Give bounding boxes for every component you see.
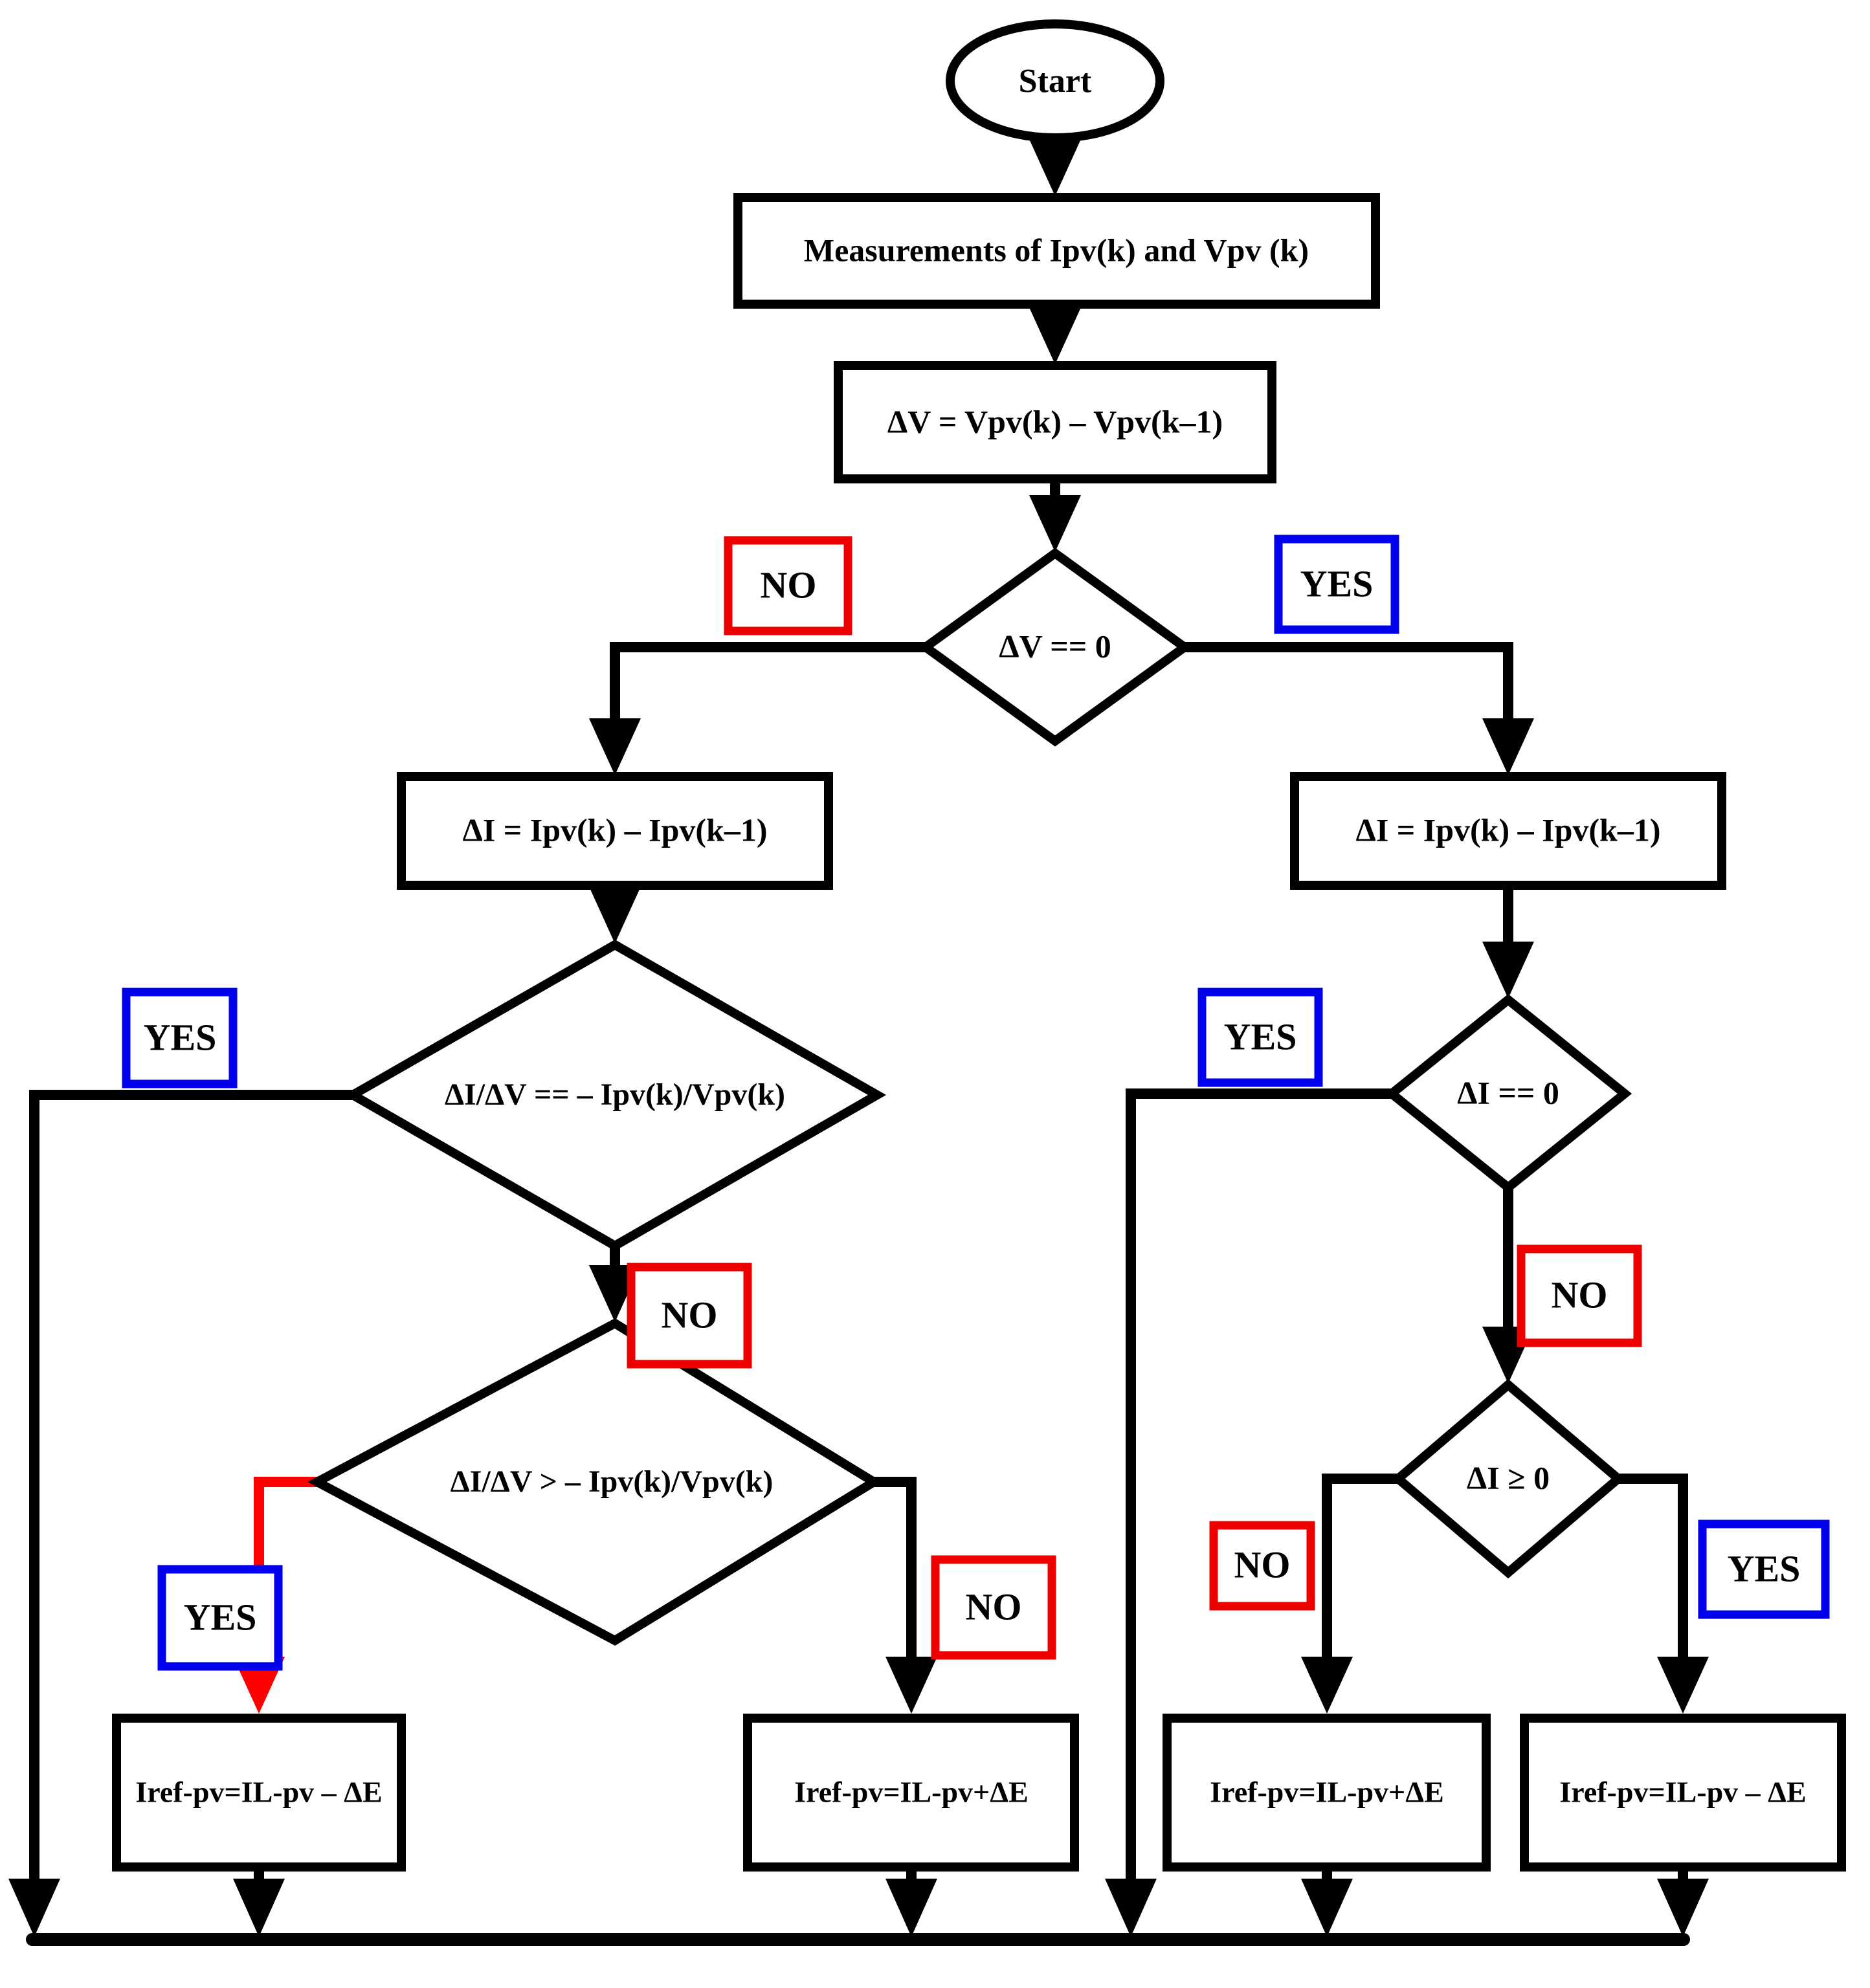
process-label: Iref-pv=IL-pv – ΔE xyxy=(1559,1776,1806,1809)
decision-diamond xyxy=(307,1318,883,1646)
connector xyxy=(610,642,926,720)
start-label: Start xyxy=(1019,63,1092,100)
arrowhead xyxy=(589,718,641,775)
no-label-text: NO xyxy=(761,564,817,606)
process-label: ΔI = Ipv(k) – Ipv(k–1) xyxy=(462,812,767,848)
arrowhead xyxy=(589,887,641,944)
arrowhead xyxy=(1657,1879,1709,1937)
yes-label-slope-greater: YES xyxy=(157,1565,283,1671)
no-label-box xyxy=(627,1263,752,1369)
arrowhead xyxy=(1029,139,1081,196)
yes-label-box xyxy=(1698,1519,1830,1619)
process-label: Iref-pv=IL-pv – ΔE xyxy=(135,1776,382,1809)
no-label-box xyxy=(1517,1244,1642,1347)
process-label: ΔI = Ipv(k) – Ipv(k–1) xyxy=(1355,812,1660,848)
yes-label-di-zero: YES xyxy=(1197,988,1323,1087)
arrowhead xyxy=(1657,1657,1709,1714)
decision-diamond xyxy=(1391,1378,1625,1579)
no-label-di-zero: NO xyxy=(1517,1244,1642,1347)
yes-label-slope-equal: YES xyxy=(122,988,238,1088)
delta-i-left-process-node: ΔI = Ipv(k) – Ipv(k–1) xyxy=(397,772,833,890)
connector xyxy=(29,1090,353,1881)
yes-label-di-ge-zero: YES xyxy=(1698,1519,1830,1619)
no-label-text: NO xyxy=(1234,1543,1291,1585)
decision-label: ΔV == 0 xyxy=(999,628,1111,664)
arrowhead xyxy=(233,1879,285,1937)
yes-label-box xyxy=(157,1565,283,1671)
process-box xyxy=(112,1714,406,1872)
highlight-arrowhead xyxy=(233,1657,285,1714)
start-node: Start xyxy=(946,19,1164,142)
no-label-box xyxy=(724,536,852,635)
no-label-text: NO xyxy=(1552,1274,1608,1316)
measure-process-node: Measurements of Ipv(k) and Vpv (k) xyxy=(733,193,1380,309)
arrowhead xyxy=(1301,1657,1353,1714)
start-ellipse xyxy=(946,19,1164,142)
decision-label: ΔI/ΔV == – Ipv(k)/Vpv(k) xyxy=(445,1077,785,1112)
no-label-text: NO xyxy=(662,1294,718,1336)
no-label-text: NO xyxy=(966,1585,1022,1628)
output-plus-right-node: Iref-pv=IL-pv+ΔE xyxy=(1163,1714,1491,1872)
process-label: Iref-pv=IL-pv+ΔE xyxy=(794,1776,1029,1809)
connector xyxy=(1185,642,1513,720)
delta-v-process-node: ΔV = Vpv(k) – Vpv(k–1) xyxy=(834,361,1276,483)
di-ge-zero-decision-node: ΔI ≥ 0 xyxy=(1391,1378,1625,1579)
yes-label-text: YES xyxy=(1728,1547,1801,1589)
process-box xyxy=(834,361,1276,483)
arrowhead xyxy=(1482,942,1534,999)
flow-connectors xyxy=(8,139,1709,1946)
process-box xyxy=(743,1714,1079,1872)
arrowhead xyxy=(1301,1879,1353,1937)
yes-label-box xyxy=(122,988,238,1088)
yes-label-text: YES xyxy=(1300,562,1374,604)
process-label: ΔV = Vpv(k) – Vpv(k–1) xyxy=(887,403,1223,439)
output-minus-left-node: Iref-pv=IL-pv – ΔE xyxy=(112,1714,406,1872)
process-box xyxy=(397,772,833,890)
di-zero-decision-node: ΔI == 0 xyxy=(1384,994,1632,1193)
arrowhead xyxy=(885,1879,937,1937)
arrowhead xyxy=(1105,1879,1157,1937)
yes-label-text: YES xyxy=(184,1596,257,1638)
connector xyxy=(1618,1474,1688,1658)
decision-diamond xyxy=(343,939,887,1252)
arrowhead xyxy=(885,1657,937,1714)
arrowhead xyxy=(1029,307,1081,364)
connector xyxy=(1126,1088,1392,1881)
decision-label: ΔI/ΔV > – Ipv(k)/Vpv(k) xyxy=(451,1464,774,1499)
decision-label: ΔI == 0 xyxy=(1457,1074,1559,1110)
decision-label: ΔI ≥ 0 xyxy=(1467,1459,1550,1496)
process-box xyxy=(1520,1714,1846,1872)
yes-label-dv-zero: YES xyxy=(1274,535,1399,634)
no-label-slope-greater: NO xyxy=(931,1555,1056,1660)
process-box xyxy=(1290,772,1726,890)
process-box xyxy=(733,193,1380,309)
connector xyxy=(1322,1474,1398,1658)
yes-label-text: YES xyxy=(144,1016,217,1058)
no-label-dv-zero: NO xyxy=(724,536,852,635)
delta-i-right-process-node: ΔI = Ipv(k) – Ipv(k–1) xyxy=(1290,772,1726,890)
decision-diamond xyxy=(918,547,1192,747)
no-label-box xyxy=(931,1555,1056,1660)
slope-equal-decision-node: ΔI/ΔV == – Ipv(k)/Vpv(k) xyxy=(343,939,887,1252)
dv-zero-decision-node: ΔV == 0 xyxy=(918,547,1192,747)
arrowhead xyxy=(1029,495,1081,552)
connector xyxy=(874,1477,917,1658)
yes-label-text: YES xyxy=(1224,1015,1297,1057)
no-label-box xyxy=(1209,1521,1315,1611)
process-box xyxy=(1163,1714,1491,1872)
yes-label-box xyxy=(1197,988,1323,1087)
no-label-di-ge-zero: NO xyxy=(1209,1521,1315,1611)
decision-diamond xyxy=(1384,994,1632,1193)
slope-greater-decision-node: ΔI/ΔV > – Ipv(k)/Vpv(k) xyxy=(307,1318,883,1646)
arrowhead xyxy=(1482,718,1534,775)
yes-label-box xyxy=(1274,535,1399,634)
process-label: Iref-pv=IL-pv+ΔE xyxy=(1210,1776,1444,1809)
arrowhead xyxy=(8,1879,60,1937)
output-plus-mid-node: Iref-pv=IL-pv+ΔE xyxy=(743,1714,1079,1872)
process-label: Measurements of Ipv(k) and Vpv (k) xyxy=(804,232,1309,268)
output-minus-right-node: Iref-pv=IL-pv – ΔE xyxy=(1520,1714,1846,1872)
no-label-slope-equal: NO xyxy=(627,1263,752,1369)
